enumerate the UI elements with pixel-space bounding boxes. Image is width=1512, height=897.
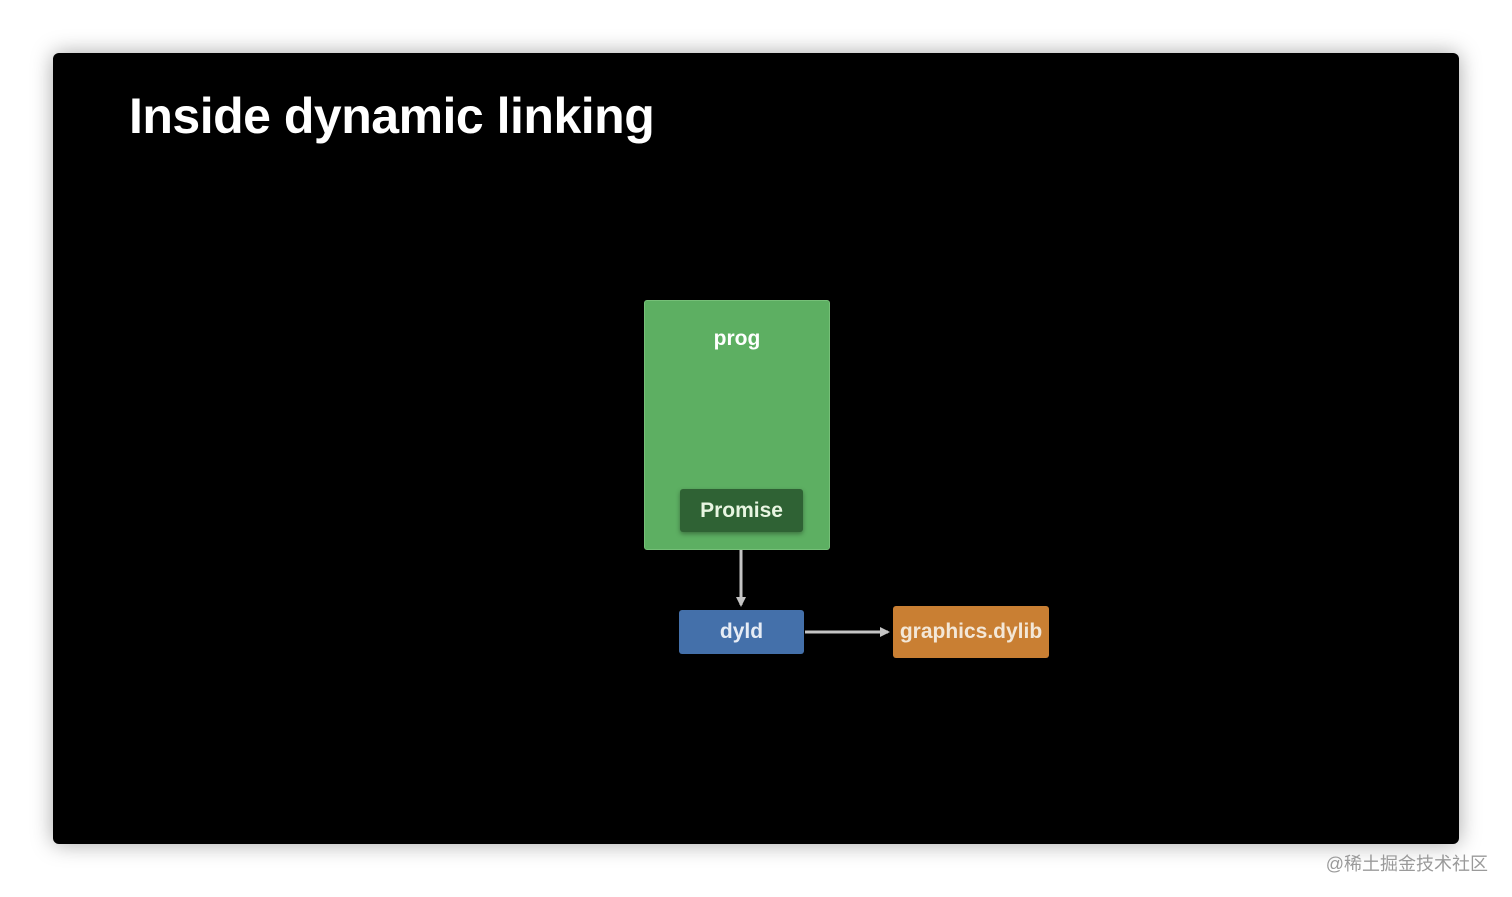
graphics-dylib-box: graphics.dylib xyxy=(893,606,1049,658)
dyld-label: dyld xyxy=(719,620,764,643)
slide-title: Inside dynamic linking xyxy=(129,88,655,144)
promise-label: Promise xyxy=(700,498,783,522)
watermark: @稀土掘金技术社区 xyxy=(1325,854,1488,874)
promise-box: Promise xyxy=(680,489,803,532)
dyld-box: dyld xyxy=(679,610,804,654)
prog-label: prog xyxy=(713,327,761,350)
slide: Inside dynamic linking prog Promise dyld… xyxy=(53,53,1459,844)
graphics-dylib-label: graphics.dylib xyxy=(899,620,1043,643)
